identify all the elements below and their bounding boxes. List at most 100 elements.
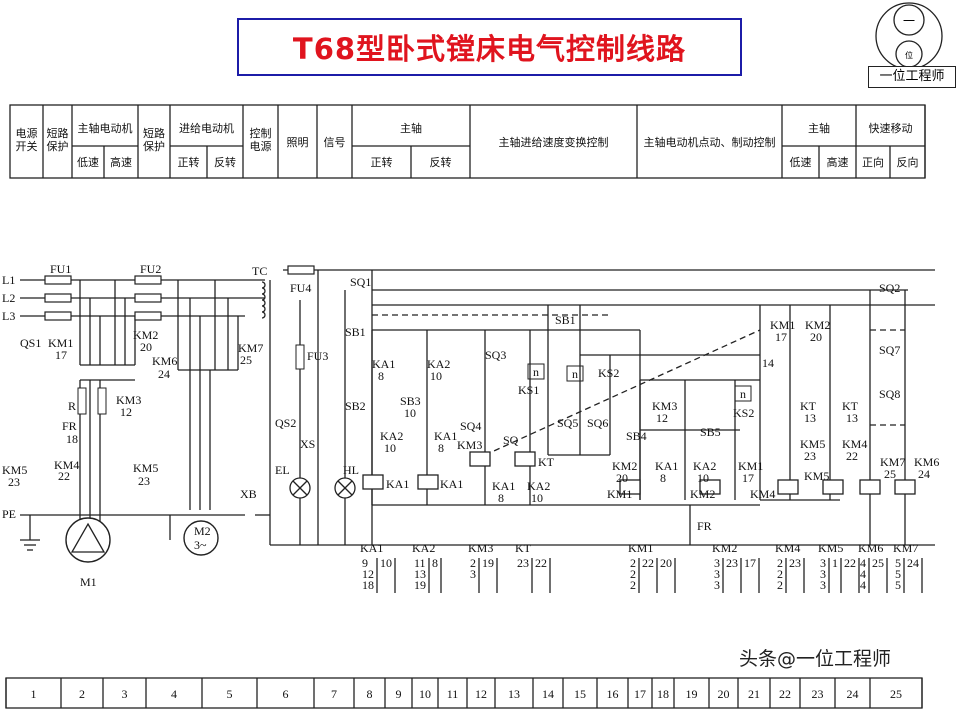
contact-table-name: KM6 (858, 541, 883, 555)
coil-icon (859, 479, 881, 495)
component-label: 8 (660, 471, 666, 485)
coil-icon (822, 479, 844, 495)
contact-ref: 2 (777, 578, 783, 592)
component-label: KM5 (800, 437, 825, 451)
contact-ref: 4 (860, 567, 866, 581)
component-label: SQ8 (879, 387, 900, 401)
header-table: 电源开关短路保护主轴电动机低速高速短路保护进给电动机正转反转控制电源照明信号主轴… (9, 104, 926, 179)
contact-ref: 19 (482, 556, 494, 570)
contact-table-name: KA2 (412, 541, 435, 555)
component-label: R (68, 399, 76, 413)
component-label: 10 (531, 491, 543, 505)
header-subcell: 高速 (827, 155, 849, 169)
contact-ref: 22 (535, 556, 547, 570)
component-label: 10 (430, 369, 442, 383)
resistor-icon (77, 387, 87, 415)
contact-ref: 19 (414, 578, 426, 592)
column-number: 24 (847, 687, 859, 701)
component-label: 13 (846, 411, 858, 425)
contact-ref: 12 (362, 567, 374, 581)
header-subcell: 高速 (110, 155, 132, 169)
component-label: KM1 (607, 487, 632, 501)
component-label: KT (538, 455, 555, 469)
header-cell: 主轴电动机点动、制动控制 (644, 135, 776, 149)
fuse-icon (44, 293, 72, 303)
component-label: 8 (378, 369, 384, 383)
column-number: 20 (718, 687, 730, 701)
component-label: KA1 (440, 477, 463, 491)
header-cell: 进给电动机 (179, 121, 234, 135)
component-label: XB (240, 487, 257, 501)
header-subcell: 反向 (897, 155, 919, 169)
contact-ref: 22 (844, 556, 856, 570)
contact-ref: 5 (895, 567, 901, 581)
component-label: KM1 (770, 318, 795, 332)
component-label: KA1 (434, 429, 457, 443)
component-label: KM5 (804, 469, 829, 483)
speed-relay-icon (566, 365, 584, 382)
contact-ref: 2 (777, 556, 783, 570)
component-label: 23 (138, 474, 150, 488)
header-subcell: 低速 (77, 156, 99, 169)
component-label: 3~ (194, 538, 207, 552)
contact-ref: 11 (414, 556, 426, 570)
component-label: KA2 (527, 479, 550, 493)
speed-relay-icon (734, 385, 752, 402)
header-cell: 信号 (324, 136, 346, 149)
component-label: KT (842, 399, 859, 413)
column-number: 25 (890, 687, 902, 701)
contact-table-name: KM4 (775, 541, 800, 555)
column-number: 16 (607, 687, 619, 701)
contact-ref: 13 (414, 567, 426, 581)
component-label: M2 (194, 524, 211, 538)
component-label: 22 (846, 449, 858, 463)
component-label: SB1 (345, 325, 366, 339)
header-cell: 照明 (287, 136, 309, 149)
contact-ref: 2 (630, 578, 636, 592)
component-label: KM1 (738, 459, 763, 473)
column-number: 3 (122, 687, 128, 701)
header-cell: 短路 (47, 126, 69, 140)
component-label: KM4 (750, 487, 775, 501)
header-cell: 电源 (16, 126, 38, 140)
fuse-icon (44, 311, 72, 321)
component-label: KM7 (880, 455, 905, 469)
component-label: KM2 (690, 487, 715, 501)
coil-icon (894, 479, 916, 495)
column-number: 2 (79, 687, 85, 701)
component-label: FU4 (290, 281, 311, 295)
contact-ref: 2 (777, 567, 783, 581)
component-label: KM7 (238, 341, 263, 355)
fuse-icon (295, 344, 305, 370)
column-number: 19 (686, 687, 698, 701)
fuse-icon (287, 265, 315, 275)
fuse-icon (44, 275, 72, 285)
contact-ref: 18 (362, 578, 374, 592)
component-label: FR (62, 419, 77, 433)
contact-ref: 3 (820, 556, 826, 570)
component-label: SB4 (626, 429, 647, 443)
column-number: 1 (31, 687, 37, 701)
contact-ref: 3 (820, 567, 826, 581)
component-label: n (572, 367, 578, 381)
component-label: 20 (616, 471, 628, 485)
contact-table-name: KM2 (712, 541, 737, 555)
component-label: SB5 (700, 425, 721, 439)
component-label: XS (300, 437, 315, 451)
fuse-icon (134, 275, 162, 285)
component-label: SB1 (555, 313, 576, 327)
column-number: 23 (812, 687, 824, 701)
component-label: 8 (438, 441, 444, 455)
component-label: KM6 (914, 455, 939, 469)
contact-ref: 4 (860, 578, 866, 592)
component-label: SQ2 (879, 281, 900, 295)
contact-ref: 3 (714, 578, 720, 592)
watermark: 头条@一位工程师 (736, 646, 895, 672)
contact-ref: 4 (860, 556, 866, 570)
transformer-coil (261, 281, 266, 289)
contact-table-name: KM3 (468, 541, 493, 555)
column-number: 5 (227, 687, 233, 701)
component-label: L1 (2, 273, 15, 287)
